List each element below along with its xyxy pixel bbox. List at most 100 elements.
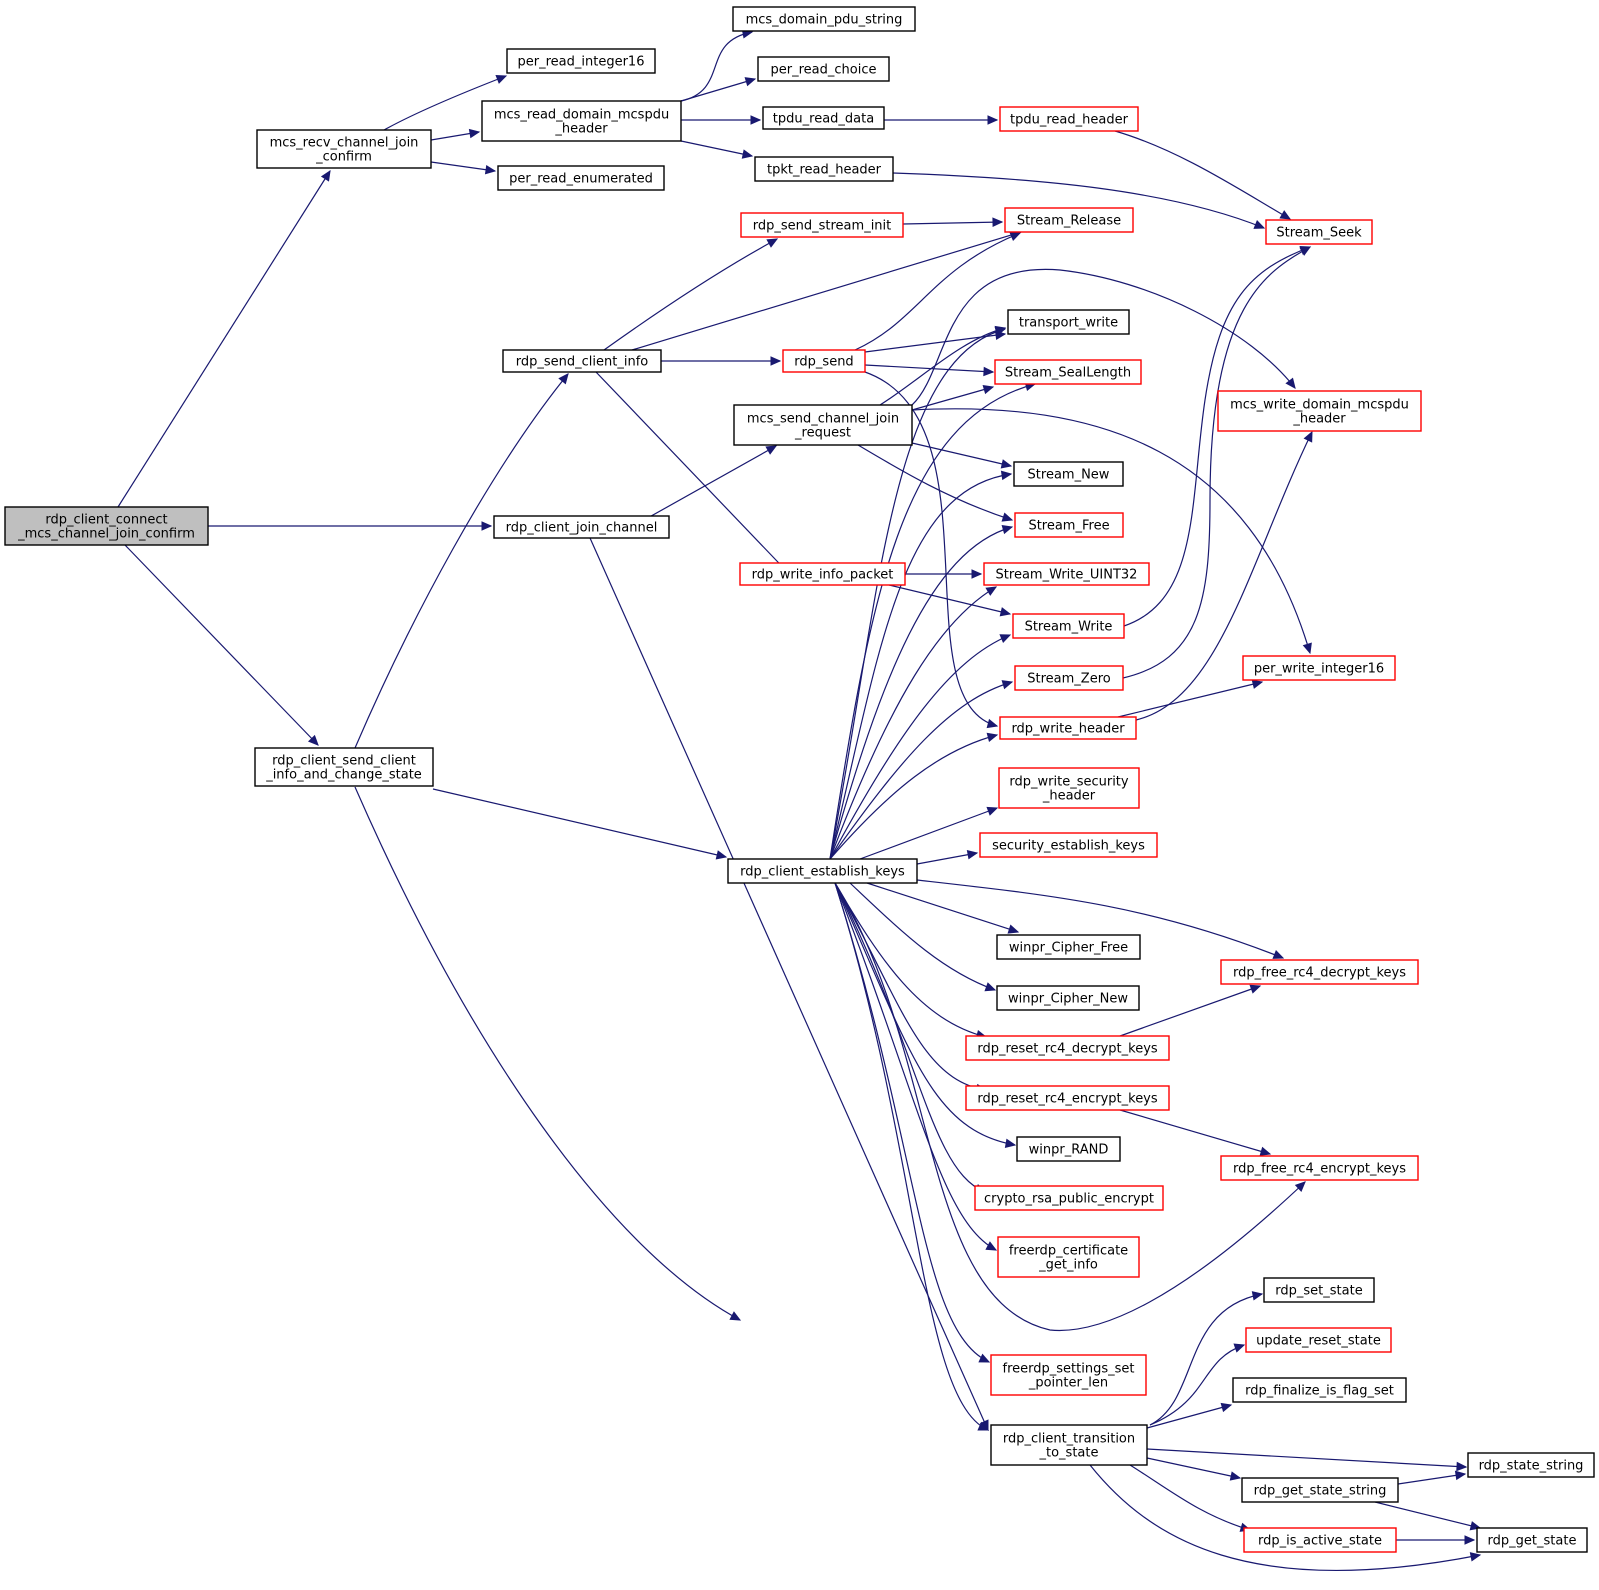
node-security-establish-keys[interactable]: security_establish_keys [979, 832, 1158, 858]
node-state-string[interactable]: rdp_state_string [1467, 1452, 1595, 1478]
node-winpr-rand[interactable]: winpr_RAND [1016, 1136, 1121, 1162]
node-send-client-info-cs[interactable]: rdp_client_send_client_info_and_change_s… [254, 747, 434, 787]
node-stream-seallength[interactable]: Stream_SealLength [994, 359, 1142, 385]
edge-arrowhead [985, 1241, 998, 1251]
node-label: per_read_enumerated [509, 172, 653, 187]
node-per-read-integer16[interactable]: per_read_integer16 [506, 48, 656, 74]
node-label: rdp_client_transition [1003, 1432, 1135, 1447]
node-free-rc4-decrypt[interactable]: rdp_free_rc4_decrypt_keys [1220, 959, 1419, 985]
node-free-rc4-encrypt[interactable]: rdp_free_rc4_encrypt_keys [1220, 1155, 1419, 1181]
node-label: winpr_Cipher_New [1008, 992, 1128, 1007]
edge-line [916, 879, 1284, 959]
node-write-security-header[interactable]: rdp_write_security_header [998, 767, 1140, 809]
node-tpkt-read-header[interactable]: tpkt_read_header [754, 156, 894, 182]
edge-line [680, 78, 756, 102]
edge-line [834, 882, 1016, 1146]
node-label: freerdp_settings_set [1003, 1362, 1135, 1377]
node-label: rdp_free_rc4_encrypt_keys [1233, 1162, 1406, 1177]
node-finalize-flag[interactable]: rdp_finalize_is_flag_set [1232, 1377, 1407, 1403]
node-update-reset-state[interactable]: update_reset_state [1245, 1327, 1392, 1353]
node-establish-keys[interactable]: rdp_client_establish_keys [727, 858, 918, 884]
node-box [1016, 1136, 1121, 1162]
node-set-state[interactable]: rdp_set_state [1263, 1277, 1375, 1303]
edge-tpdu_read_data-to-tpdu_read_header [884, 115, 999, 125]
node-mcs-write-domain[interactable]: mcs_write_domain_mcspdu_header [1217, 390, 1422, 432]
node-box [1245, 1327, 1392, 1353]
edge-line [430, 161, 496, 172]
node-box [1220, 1155, 1419, 1181]
edge-root-to-join_channel [203, 521, 493, 531]
node-get-state[interactable]: rdp_get_state [1476, 1527, 1588, 1553]
node-per-write-integer16[interactable]: per_write_integer16 [1242, 655, 1396, 681]
node-transition[interactable]: rdp_client_transition_to_state [990, 1424, 1148, 1466]
node-box [757, 56, 890, 82]
node-cipher-new[interactable]: winpr_Cipher_New [996, 985, 1140, 1011]
edge-arrowhead [1249, 984, 1262, 994]
node-box [1013, 461, 1124, 487]
edge-arrowhead [982, 385, 995, 395]
node-label: winpr_Cipher_Free [1009, 941, 1128, 956]
node-cipher-free[interactable]: winpr_Cipher_Free [996, 934, 1141, 960]
edge-arrowhead [1004, 1138, 1017, 1149]
node-box [1232, 1377, 1407, 1403]
node-mcs-domain-pdu-string[interactable]: mcs_domain_pdu_string [732, 6, 916, 32]
edge-line [834, 882, 1306, 1332]
node-write-header[interactable]: rdp_write_header [999, 716, 1137, 740]
node-send-stream-init[interactable]: rdp_send_stream_init [740, 212, 904, 238]
node-box [1217, 390, 1422, 432]
node-per-read-enumerated[interactable]: per_read_enumerated [497, 165, 665, 191]
node-rdp-send[interactable]: rdp_send [782, 349, 866, 373]
edge-arrowhead [987, 115, 999, 125]
edge-tpdu_read_header-to-stream_seek [1114, 130, 1292, 220]
edge-establish_keys-to-transport_write [829, 326, 1007, 860]
node-mcs-recv[interactable]: mcs_recv_channel_join_confirm [256, 129, 432, 169]
edge-arrowhead [986, 718, 999, 729]
edge-establish_keys-to-stream_write [829, 634, 1012, 860]
edge-line [589, 537, 989, 1431]
node-send-client-info[interactable]: rdp_send_client_info [502, 349, 662, 373]
node-join-channel[interactable]: rdp_client_join_channel [493, 515, 670, 539]
node-label: mcs_send_channel_join [747, 412, 899, 427]
node-box [990, 1354, 1147, 1396]
node-box [732, 6, 916, 32]
edge-mcs_recv-to-per_read_integer16 [383, 74, 508, 131]
edge-mcs_send_join-to-mcs_write_domain [911, 268, 1296, 406]
edge-root-to-mcs_recv [117, 169, 331, 508]
edge-line [1089, 1464, 1481, 1572]
node-per-read-choice[interactable]: per_read_choice [757, 56, 890, 82]
node-mcs-read-domain[interactable]: mcs_read_domain_mcspdu_header [481, 100, 682, 142]
node-is-active-state[interactable]: rdp_is_active_state [1243, 1527, 1397, 1553]
node-reset-rc4-encrypt[interactable]: rdp_reset_rc4_encrypt_keys [965, 1085, 1170, 1111]
node-stream-seek[interactable]: Stream_Seek [1265, 219, 1373, 245]
node-label: Stream_SealLength [1005, 366, 1131, 381]
edge-line [603, 238, 778, 351]
edge-line [680, 140, 753, 157]
edge-line [864, 333, 1006, 353]
node-stream-free[interactable]: Stream_Free [1014, 512, 1124, 538]
node-write-info-packet[interactable]: rdp_write_info_packet [739, 562, 906, 586]
node-transport-write[interactable]: transport_write [1007, 309, 1130, 335]
edge-arrowhead [1272, 950, 1285, 959]
node-box [256, 129, 432, 169]
node-stream-write-uint32[interactable]: Stream_Write_UINT32 [983, 562, 1150, 586]
node-stream-new[interactable]: Stream_New [1013, 461, 1124, 487]
edge-mcs_read_domain-to-mcs_domain_pdu_string [680, 29, 754, 102]
edge-arrowhead [986, 732, 999, 743]
node-tpdu-read-header[interactable]: tpdu_read_header [999, 106, 1139, 132]
node-reset-rc4-decrypt[interactable]: rdp_reset_rc4_decrypt_keys [965, 1035, 1170, 1061]
node-tpdu-read-data[interactable]: tpdu_read_data [762, 106, 885, 130]
node-crypto-rsa[interactable]: crypto_rsa_public_encrypt [974, 1185, 1164, 1211]
edge-line [1117, 681, 1263, 718]
node-box [997, 1236, 1140, 1278]
node-cert-get-info[interactable]: freerdp_certificate_get_info [997, 1236, 1140, 1278]
edge-line [916, 852, 978, 865]
node-label: rdp_state_string [1479, 1459, 1584, 1474]
node-get-state-string[interactable]: rdp_get_state_string [1241, 1477, 1399, 1503]
node-stream-zero[interactable]: Stream_Zero [1014, 665, 1124, 691]
node-stream-write[interactable]: Stream_Write [1012, 613, 1125, 639]
edge-arrowhead [1253, 220, 1266, 229]
edge-rdp_send-to-transport_write [864, 330, 1007, 353]
node-settings-pointer-len[interactable]: freerdp_settings_set_pointer_len [990, 1354, 1147, 1396]
node-stream-release[interactable]: Stream_Release [1004, 207, 1134, 233]
node-mcs-send-join[interactable]: mcs_send_channel_join_request [733, 404, 913, 446]
